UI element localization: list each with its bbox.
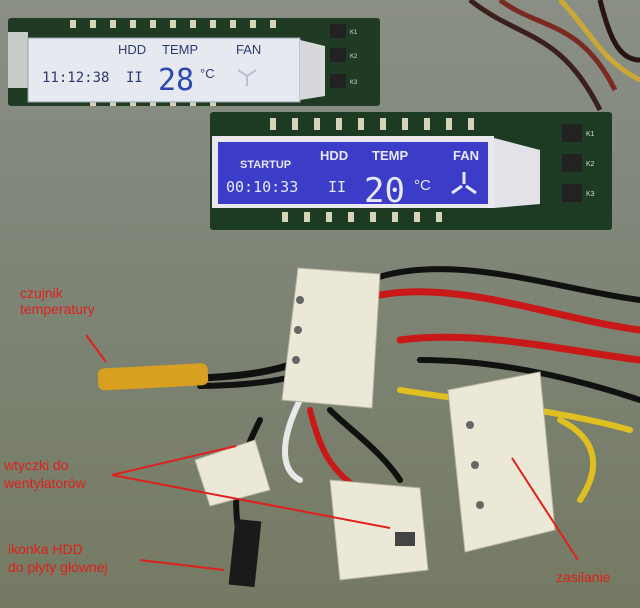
annotation-text: wentylatorów: [3, 475, 87, 491]
button-label: K1: [586, 131, 595, 138]
fan-icon: [237, 69, 257, 86]
button-label: K2: [350, 54, 358, 60]
hdd-indicator: II: [328, 178, 346, 196]
annotation-text: ikonka HDD: [8, 541, 83, 557]
annotation-fan-plugs: wtyczki do wentylatorów: [3, 457, 87, 491]
temp-label: TEMP: [162, 42, 198, 57]
button-label: K3: [350, 80, 358, 86]
unit-label: °C: [200, 66, 215, 81]
button-label: K1: [350, 30, 358, 36]
clock-readout: 11:12:38: [42, 70, 109, 86]
annotation-lines: [85, 334, 579, 571]
hdd-indicator: II: [126, 70, 143, 86]
annotation-text: temperatury: [20, 301, 95, 317]
button-label: K3: [586, 191, 595, 198]
unit-label: °C: [414, 177, 431, 194]
button-column: K1 K2 K3: [330, 24, 358, 88]
fan-label: FAN: [453, 148, 479, 163]
button-column: K1 K2 K3: [562, 124, 595, 202]
startup-label: STARTUP: [240, 159, 291, 171]
temperature-readout: 20: [364, 171, 405, 211]
temperature-readout: 28: [158, 63, 194, 98]
lcd-board-white: HDD TEMP FAN 11:12:38 II 28 °C K1 K2 K3: [8, 18, 380, 106]
annotation-text: do płyty głównej: [8, 559, 108, 575]
molex-connector-power: [447, 371, 556, 553]
hdd-led-plug: [228, 518, 262, 588]
hdd-label: HDD: [320, 148, 348, 163]
annotation-text: wtyczki do: [3, 457, 69, 473]
temp-label: TEMP: [372, 148, 408, 163]
molex-connector-top: [281, 267, 381, 409]
fan-icon: [451, 172, 477, 195]
startup-clock-readout: 00:10:33: [226, 178, 298, 196]
lcd-board-blue: STARTUP HDD TEMP FAN 00:10:33 II 20 °C K…: [210, 112, 612, 230]
annotation-temp-sensor: czujnik temperatury: [20, 285, 95, 317]
annotation-text: czujnik: [20, 285, 64, 301]
background-wires: [468, 0, 640, 112]
temperature-sensor: [97, 363, 209, 391]
hdd-label: HDD: [118, 42, 146, 57]
annotation-hdd-icon: ikonka HDD do płyty głównej: [8, 541, 108, 575]
annotation-power: zasilanie: [556, 569, 611, 585]
fan-label: FAN: [236, 42, 261, 57]
button-label: K2: [586, 161, 595, 168]
